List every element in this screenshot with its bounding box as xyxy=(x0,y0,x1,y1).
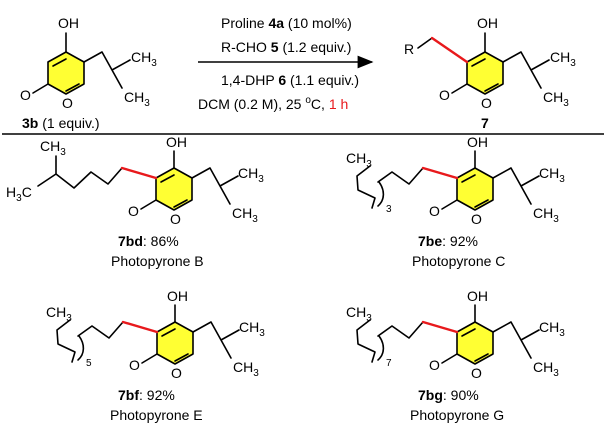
example-name: Photopyrone E xyxy=(110,407,203,423)
new-bond xyxy=(421,166,459,180)
ch3-label: CH3 xyxy=(239,319,265,339)
ch3b-label: CH3 xyxy=(233,359,259,379)
ch3b-label: CH3 xyxy=(543,89,569,109)
repeat-count: 3 xyxy=(386,204,392,215)
ch3b-label: CH3 xyxy=(124,89,150,109)
ring-o-label: O xyxy=(62,95,73,111)
product-label: 7 xyxy=(481,115,489,131)
ch3b-label: CH3 xyxy=(533,205,559,225)
condition-line-3: 1,4-DHP 6 (1.1 equiv.) xyxy=(221,72,359,88)
chain-ch3-label: CH3 xyxy=(346,150,372,170)
oh-label: OH xyxy=(167,288,188,304)
ch3b-label: CH3 xyxy=(533,359,559,379)
ring-o-label: O xyxy=(471,211,482,227)
oh-label: OH xyxy=(467,288,488,304)
chain-ch3-label: CH3 xyxy=(346,304,372,324)
example-7bg: OH O O CH3 CH3 CH3 7 7bg: 90% Photopyron… xyxy=(346,288,565,423)
carbonyl-o-label: O xyxy=(439,87,450,103)
ring-o-label: O xyxy=(471,365,482,381)
r-label: R xyxy=(404,41,414,57)
carbonyl-o-label: O xyxy=(429,203,440,219)
example-code-yield: 7be: 92% xyxy=(418,233,478,249)
example-7bd: OH O O CH3 CH3 CH3 H3C 7bd: 86% Photopyr… xyxy=(6,134,264,269)
chain-ch3-label: CH3 xyxy=(40,138,66,158)
reactant-3b: OH O O CH3 CH3 3b (1 equiv.) xyxy=(20,15,157,131)
pyrone-ring xyxy=(157,322,193,364)
example-code-yield: 7bg: 90% xyxy=(418,387,479,403)
oh-label: OH xyxy=(477,15,498,31)
example-name: Photopyrone G xyxy=(410,407,504,423)
ch3b-label: CH3 xyxy=(232,205,258,225)
carbonyl-o-label: O xyxy=(20,87,31,103)
pyrone-ring xyxy=(457,322,493,364)
repeat-count: 7 xyxy=(386,358,392,369)
condition-line-1: Proline 4a (10 mol%) xyxy=(221,15,352,31)
ch3-label: CH3 xyxy=(539,165,565,185)
new-bond xyxy=(120,166,158,180)
example-7bf: OH O O CH3 CH3 CH3 5 7bf: 92% Photopyron… xyxy=(46,288,265,423)
chain-ch3-label: CH3 xyxy=(46,304,72,324)
ch3-label: CH3 xyxy=(550,49,576,69)
ch3-label: CH3 xyxy=(131,49,157,69)
repeat-count: 5 xyxy=(86,358,92,369)
ch3-label: CH3 xyxy=(238,165,264,185)
example-name: Photopyrone B xyxy=(111,253,204,269)
condition-line-4: DCM (0.2 M), 25 oC, 1 h xyxy=(198,95,348,112)
ch3-label: CH3 xyxy=(539,319,565,339)
pyrone-ring xyxy=(467,52,503,94)
product-7: R OH O O CH3 CH3 7 xyxy=(404,15,576,131)
reaction-conditions: Proline 4a (10 mol%) R-CHO 5 (1.2 equiv.… xyxy=(198,15,374,112)
pyrone-ring xyxy=(48,52,84,94)
pyrone-ring xyxy=(156,168,192,210)
oh-label: OH xyxy=(58,15,79,31)
condition-line-2: R-CHO 5 (1.2 equiv.) xyxy=(221,39,351,55)
reactant-label: 3b (1 equiv.) xyxy=(22,115,100,131)
carbonyl-o-label: O xyxy=(129,357,140,373)
oh-label: OH xyxy=(166,134,187,150)
example-name: Photopyrone C xyxy=(412,253,505,269)
carbonyl-o-label: O xyxy=(128,203,139,219)
oh-label: OH xyxy=(467,134,488,150)
example-code-yield: 7bf: 92% xyxy=(118,387,175,403)
ring-o-label: O xyxy=(481,95,492,111)
new-bond xyxy=(121,320,159,334)
h3c-label: H3C xyxy=(6,184,32,204)
ring-o-label: O xyxy=(171,365,182,381)
ring-o-label: O xyxy=(170,211,181,227)
new-bond xyxy=(421,320,459,334)
example-7be: OH O O CH3 CH3 CH3 3 7be: 92% Photopyron… xyxy=(346,134,565,269)
example-code-yield: 7bd: 86% xyxy=(118,233,179,249)
carbonyl-o-label: O xyxy=(429,357,440,373)
new-bond xyxy=(430,36,469,64)
pyrone-ring xyxy=(457,168,493,210)
